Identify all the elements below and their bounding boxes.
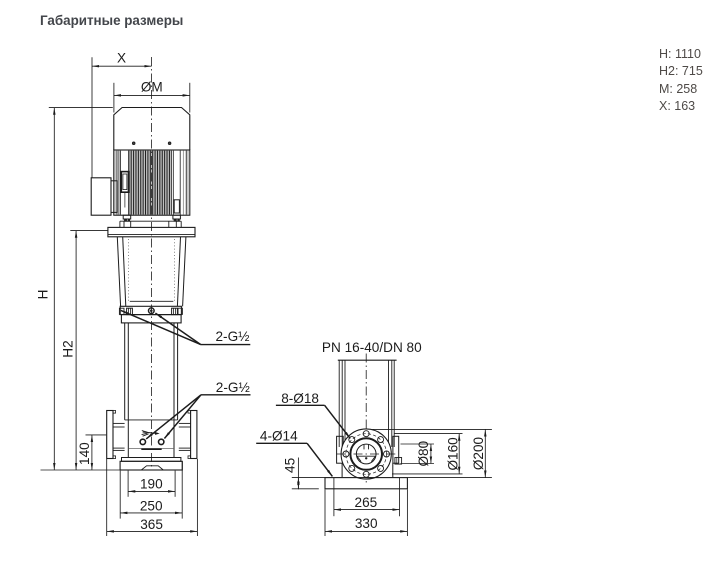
- svg-text:PN 16-40/DN 80: PN 16-40/DN 80: [322, 340, 422, 355]
- svg-text:2-G½: 2-G½: [216, 329, 250, 344]
- svg-text:H: H: [35, 290, 50, 300]
- svg-text:250: 250: [140, 499, 163, 514]
- svg-text:265: 265: [355, 495, 378, 510]
- svg-text:H2: H2: [61, 340, 76, 357]
- svg-text:330: 330: [355, 516, 378, 531]
- svg-text:190: 190: [140, 476, 163, 491]
- svg-text:Ø200: Ø200: [471, 436, 486, 470]
- svg-text:X: X: [117, 50, 126, 65]
- svg-text:8-Ø18: 8-Ø18: [281, 391, 319, 406]
- svg-text:ØM: ØM: [141, 80, 163, 95]
- svg-text:140: 140: [77, 442, 92, 465]
- svg-text:Ø80: Ø80: [416, 440, 431, 466]
- svg-text:365: 365: [140, 517, 163, 532]
- svg-text:4-Ø14: 4-Ø14: [260, 428, 298, 443]
- svg-text:45: 45: [282, 458, 297, 473]
- svg-text:Ø160: Ø160: [445, 437, 460, 471]
- svg-text:2-G½: 2-G½: [216, 380, 250, 395]
